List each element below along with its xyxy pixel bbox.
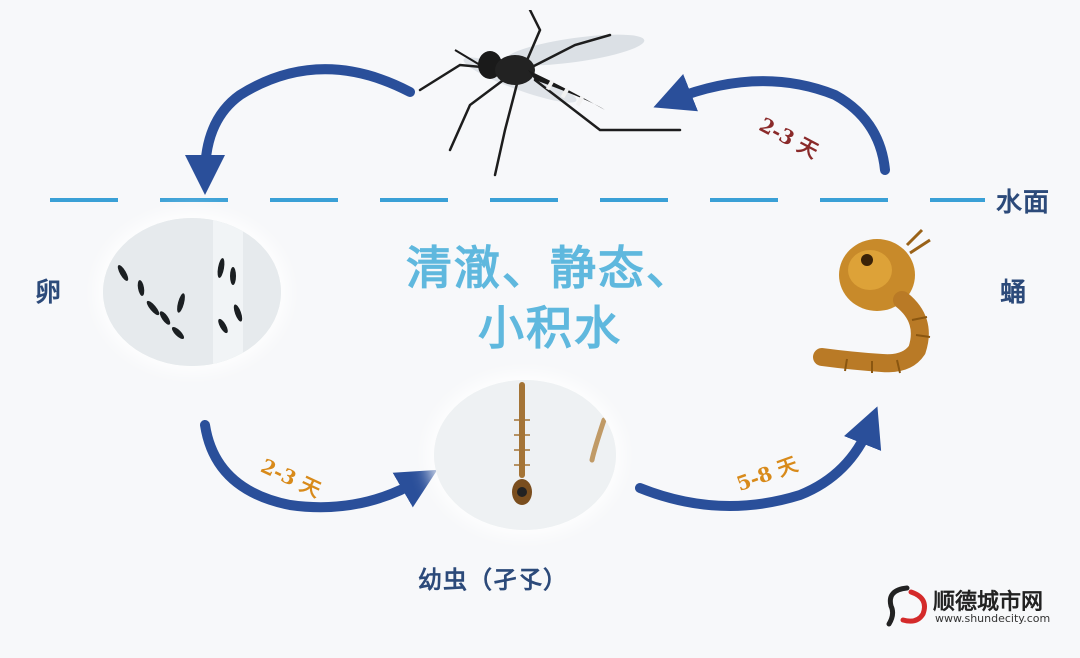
larva-photo (434, 380, 616, 530)
habitat-text-line1: 清澈、静态、 (406, 241, 694, 295)
stage-label-pupa: 蛹 (1000, 278, 1028, 308)
habitat-text: 清澈、静态、 小积水 (380, 238, 720, 358)
arrow-pupa-to-adult (653, 74, 890, 175)
site-logo: 顺德城市网 www.shundecity.com (885, 582, 1075, 632)
arrow-egg-to-larva (200, 420, 438, 513)
egg-photo (103, 218, 281, 366)
habitat-text-line2: 小积水 (478, 301, 622, 355)
mosquito-image (418, 10, 682, 177)
water-surface-label: 水面 (996, 188, 1051, 218)
logo-name: 顺德城市网 (933, 590, 1044, 615)
water-surface-line (50, 198, 985, 202)
logo-url: www.shundecity.com (935, 612, 1051, 625)
arrow-adult-to-egg (185, 64, 415, 195)
arrow-larva-to-pupa (635, 406, 882, 511)
pupa-image (813, 228, 931, 374)
logo-mark-icon (886, 585, 927, 627)
stage-label-egg: 卵 (35, 278, 63, 308)
stage-label-larva: 幼虫（孑孓） (418, 566, 568, 594)
